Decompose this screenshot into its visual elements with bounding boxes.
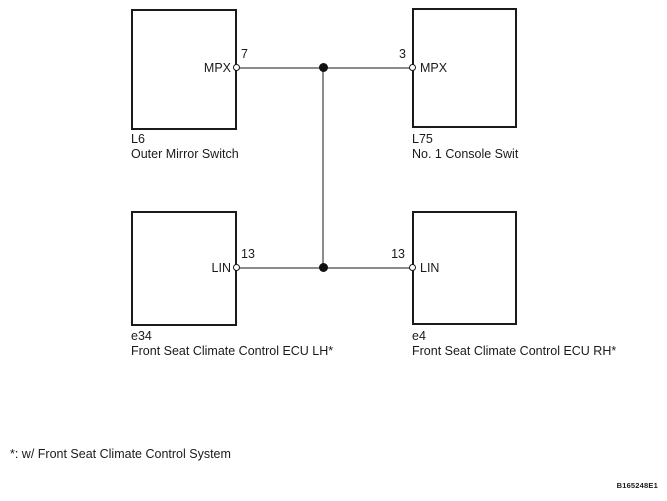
pin-circle-e34 (233, 264, 240, 271)
signal-label-l6-mpx: MPX (203, 61, 231, 75)
footnote: *: w/ Front Seat Climate Control System (10, 447, 231, 461)
component-code: L75 (412, 132, 433, 146)
component-code: e34 (131, 329, 152, 343)
pin-number-l75: 3 (399, 47, 406, 61)
component-name: No. 1 Console Swit (412, 146, 519, 161)
signal-label-l75-mpx: MPX (420, 61, 448, 75)
component-box-l6 (131, 9, 237, 130)
component-caption-l75: L75 No. 1 Console Swit (412, 132, 518, 161)
component-caption-l6: L6 Outer Mirror Switch (131, 132, 239, 161)
wire-vertical-link (322, 67, 324, 269)
component-name: Front Seat Climate Control ECU RH* (412, 343, 617, 358)
component-caption-e34: e34 Front Seat Climate Control ECU LH* (131, 329, 333, 358)
pin-circle-e4 (409, 264, 416, 271)
junction-dot-top (319, 63, 328, 72)
doc-code: B165248E1 (616, 481, 658, 490)
component-box-e4 (412, 211, 517, 325)
pin-circle-l6 (233, 64, 240, 71)
pin-number-e34: 13 (241, 247, 255, 261)
component-box-l75 (412, 8, 517, 128)
pin-number-l6: 7 (241, 47, 248, 61)
component-code: e4 (412, 329, 426, 343)
component-name: Front Seat Climate Control ECU LH* (131, 343, 334, 358)
pin-circle-l75 (409, 64, 416, 71)
pin-number-e4: 13 (391, 247, 405, 261)
signal-label-e34-lin: LIN (211, 261, 231, 275)
junction-dot-bottom (319, 263, 328, 272)
component-code: L6 (131, 132, 145, 146)
signal-label-e4-lin: LIN (420, 261, 440, 275)
component-caption-e4: e4 Front Seat Climate Control ECU RH* (412, 329, 616, 358)
component-name: Outer Mirror Switch (131, 146, 239, 161)
